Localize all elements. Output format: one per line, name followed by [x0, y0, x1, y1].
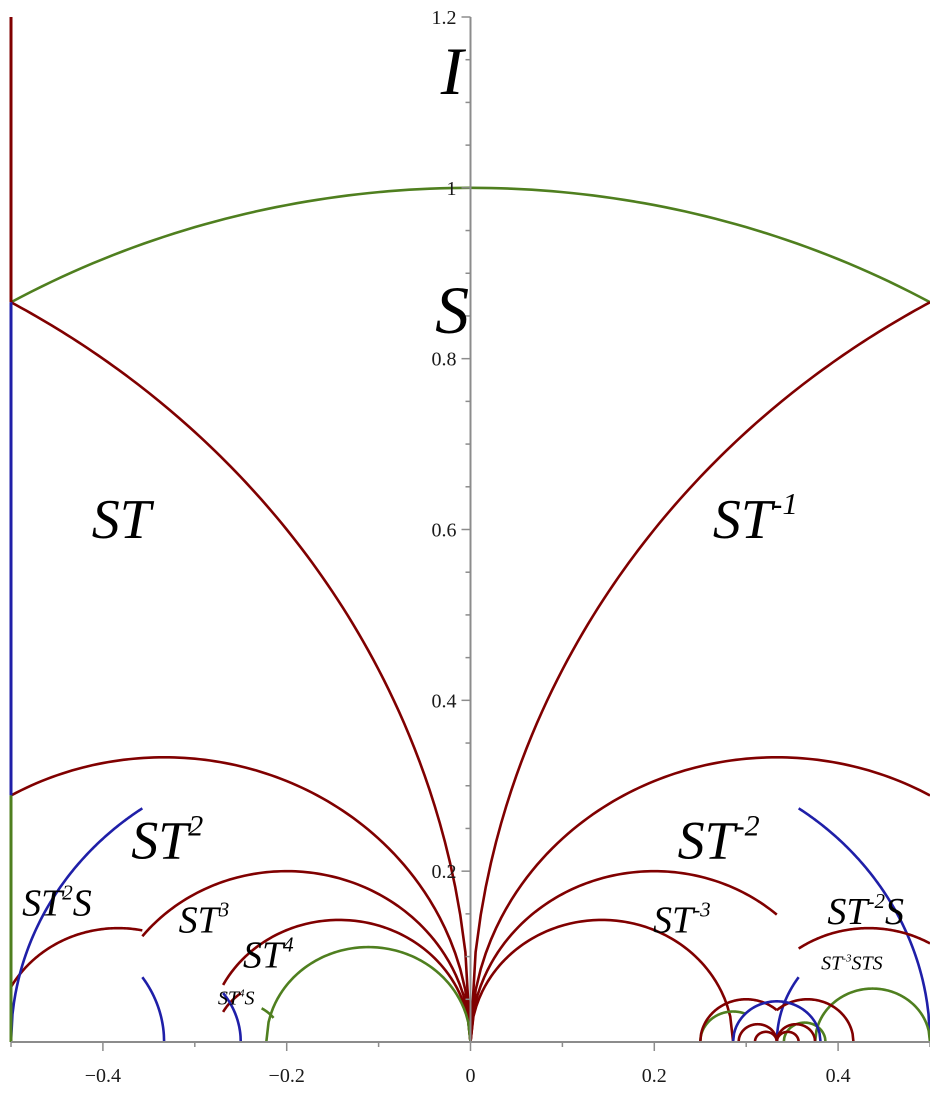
x-tick-label: 0.2	[642, 1065, 667, 1087]
geodesic-arc-8	[469, 918, 735, 1043]
geodesic-arc-12	[141, 976, 166, 1043]
geodesic-arc-9	[265, 945, 472, 1043]
y-tick-label: 0.4	[432, 690, 457, 712]
geodesic-arc-20	[698, 1010, 747, 1043]
region-label: ST-3	[653, 898, 711, 942]
geodesic-arc-3	[10, 756, 472, 1043]
region-label: ST4S	[218, 987, 255, 1009]
y-tick-label: 0.6	[432, 520, 457, 542]
geodesic-arc-29	[731, 1000, 822, 1043]
geodesic-arc-26	[775, 1022, 817, 1043]
y-tick-label: 0.2	[432, 861, 457, 883]
geodesic-arc-21	[813, 987, 930, 1043]
geodesic-arc-18	[797, 926, 930, 950]
x-tick-label: −0.2	[269, 1065, 305, 1087]
geodesic-arc-11	[9, 807, 144, 1043]
region-label: S	[435, 272, 469, 348]
y-tick-label: 1.2	[432, 7, 457, 29]
arcs-layer	[9, 17, 930, 1043]
region-label: ST3	[179, 898, 230, 942]
region-label: ST	[92, 489, 155, 551]
geodesic-arc-2	[469, 301, 930, 1043]
y-tick-label: 1	[447, 178, 457, 200]
y-tick-label: 0.8	[432, 349, 457, 371]
geodesic-arc-10	[9, 926, 143, 988]
region-label: ST2S	[22, 881, 92, 925]
geodesic-arc-15	[260, 1007, 275, 1019]
geodesic-arc-6	[469, 869, 778, 1043]
ticks-layer: −0.4 −0.2 0 0.2 0.4 0.2 0.4 0.6 0.8 1 1.2	[10, 7, 930, 1087]
geodesic-arc-25	[737, 1022, 779, 1043]
region-label: ST-3STS	[821, 952, 882, 974]
region-label: ST-2S	[827, 889, 904, 933]
geodesic-arc-4	[469, 756, 930, 1043]
region-label: ST2	[131, 809, 203, 870]
geodesic-arc-7	[221, 918, 472, 1043]
x-tick-label: 0	[466, 1065, 476, 1087]
x-tick-label: 0.4	[826, 1065, 851, 1087]
geodesic-arc-13	[221, 992, 242, 1013]
geodesic-arc-14	[222, 992, 243, 1043]
geodesic-arc-16	[797, 807, 930, 1043]
x-tick-label: −0.4	[85, 1065, 121, 1087]
geodesic-arc-5	[141, 869, 472, 1043]
region-label: ST4	[243, 933, 294, 977]
region-label: ST-1	[713, 486, 798, 551]
geodesic-arc-28	[775, 1030, 800, 1043]
region-label: ST-2	[678, 809, 760, 870]
geodesic-arc-1	[10, 301, 472, 1043]
region-label: I	[440, 33, 467, 109]
geodesic-arc-27	[753, 1030, 779, 1043]
geodesic-arc-17	[775, 976, 800, 1043]
